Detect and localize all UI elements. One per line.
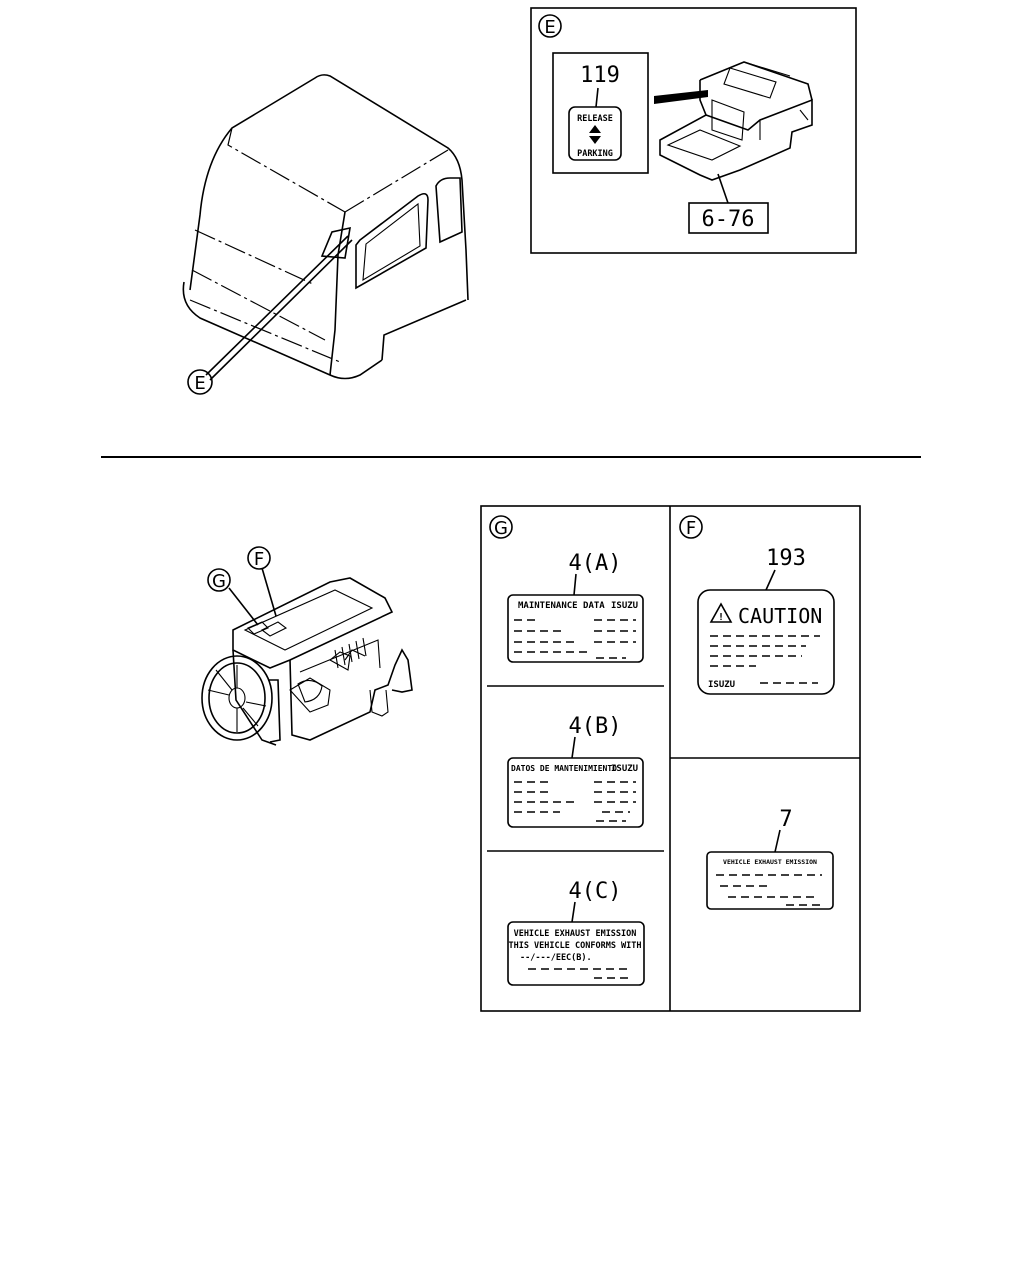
part-number-119: 119 (580, 63, 620, 88)
label-4b: 4(B) DATOS DE MANTENIMIENTO ISUZU (507, 714, 644, 828)
label-4b-brand: ISUZU (611, 764, 638, 774)
part-number-7: 7 (779, 807, 792, 832)
emission-title: VEHICLE EXHAUST EMISSION (723, 858, 817, 866)
detail-panel-e: E 119 RELEASE PARKING 6-76 (530, 7, 857, 254)
panel-g-tag: G (494, 518, 508, 539)
arrow-down-icon (589, 136, 601, 144)
label-4b-title: DATOS DE MANTENIMIENTO (511, 764, 617, 773)
reference-6-76: 6-76 (702, 207, 755, 232)
panel-e-tag: E (544, 17, 555, 38)
truck-cab-illustration: E (182, 74, 469, 395)
part-number-4c: 4(C) (569, 879, 622, 904)
engine-callout-f: F (254, 549, 264, 570)
label-4c-line1: VEHICLE EXHAUST EMISSION (514, 929, 637, 939)
arrow-up-icon (589, 125, 601, 133)
part-number-4a: 4(A) (569, 551, 622, 576)
label-4c-line2: THIS VEHICLE CONFORMS WITH (508, 941, 641, 951)
label-193-caution: 193 ! CAUTION ISUZU (697, 546, 835, 695)
parking-label-text: PARKING (577, 149, 613, 159)
center-console-illustration (659, 61, 813, 181)
label-4c: 4(C) VEHICLE EXHAUST EMISSION THIS VEHIC… (507, 879, 645, 986)
release-label-text: RELEASE (577, 114, 613, 124)
engine-callout-g: G (212, 571, 226, 592)
warning-exclamation-icon: ! (718, 612, 724, 623)
part-number-4b: 4(B) (569, 714, 622, 739)
cab-callout-circle (187, 369, 213, 395)
engine-illustration: G F (201, 546, 413, 746)
label-4a: 4(A) MAINTENANCE DATA ISUZU (507, 551, 644, 663)
label-4c-line3: --/---/EEC(B). (520, 953, 592, 963)
caution-brand: ISUZU (708, 680, 735, 690)
warning-triangle-icon (709, 602, 733, 623)
label-4a-brand: ISUZU (611, 601, 638, 611)
part-number-193: 193 (766, 546, 806, 571)
panel-f-tag: F (686, 518, 696, 539)
label-7-emission: 7 VEHICLE EXHAUST EMISSION (706, 807, 834, 910)
cab-callout-e: E (194, 373, 205, 394)
caution-title: CAUTION (738, 604, 822, 628)
label-4a-title: MAINTENANCE DATA (518, 601, 605, 611)
pointer-wedge (654, 90, 708, 104)
label-panel-frame (480, 505, 861, 1012)
